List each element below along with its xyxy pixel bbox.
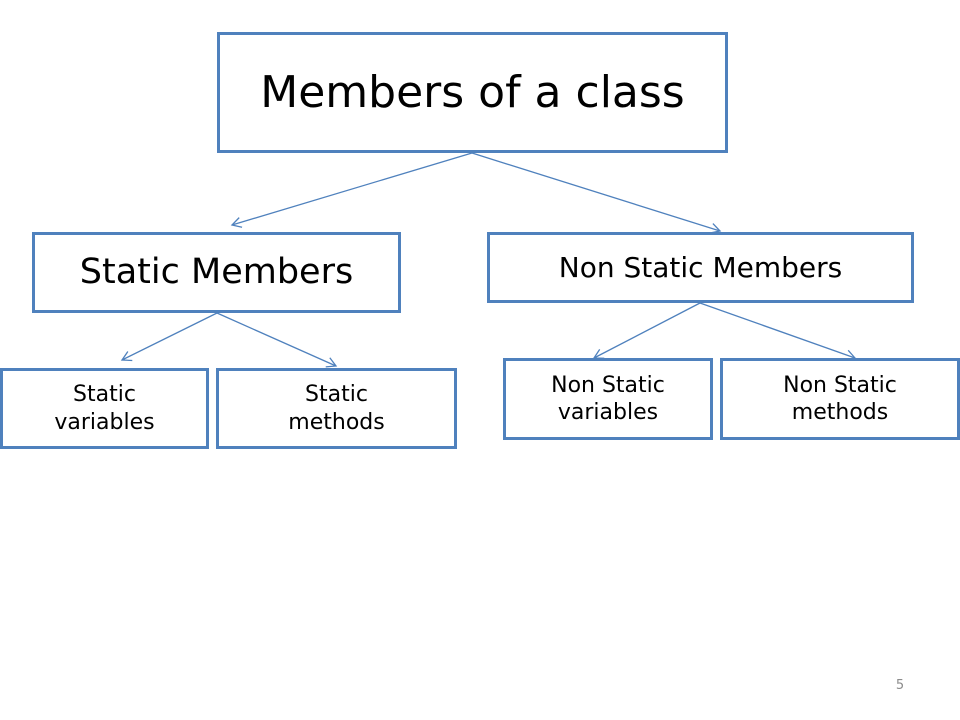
static-variables-box: Static variables bbox=[0, 368, 209, 449]
members-of-a-class-box: Members of a class bbox=[217, 32, 728, 153]
edge-static-members-to-static-variables bbox=[120, 312, 218, 362]
edge-non-static-members-to-non-static-variables bbox=[592, 302, 701, 359]
non-static-variables-label: Non Static variables bbox=[551, 372, 665, 426]
edge-root-to-non-static-members bbox=[471, 152, 722, 234]
non-static-methods-label: Non Static methods bbox=[783, 372, 897, 426]
edge-static-members-to-static-methods bbox=[216, 312, 338, 368]
static-members-label: Static Members bbox=[79, 251, 354, 292]
edge-root-to-static-members bbox=[230, 152, 473, 228]
non-static-members-box: Non Static Members bbox=[487, 232, 914, 303]
non-static-variables-box: Non Static variables bbox=[503, 358, 713, 440]
non-static-members-label: Non Static Members bbox=[558, 251, 843, 284]
page-number: 5 bbox=[895, 678, 905, 693]
static-members-box: Static Members bbox=[32, 232, 401, 313]
static-methods-box: Static methods bbox=[216, 368, 457, 449]
static-methods-label: Static methods bbox=[288, 382, 385, 435]
non-static-methods-box: Non Static methods bbox=[720, 358, 960, 440]
edge-non-static-members-to-non-static-methods bbox=[699, 302, 857, 361]
members-of-a-class-label: Members of a class bbox=[260, 67, 685, 118]
static-variables-label: Static variables bbox=[54, 382, 155, 435]
